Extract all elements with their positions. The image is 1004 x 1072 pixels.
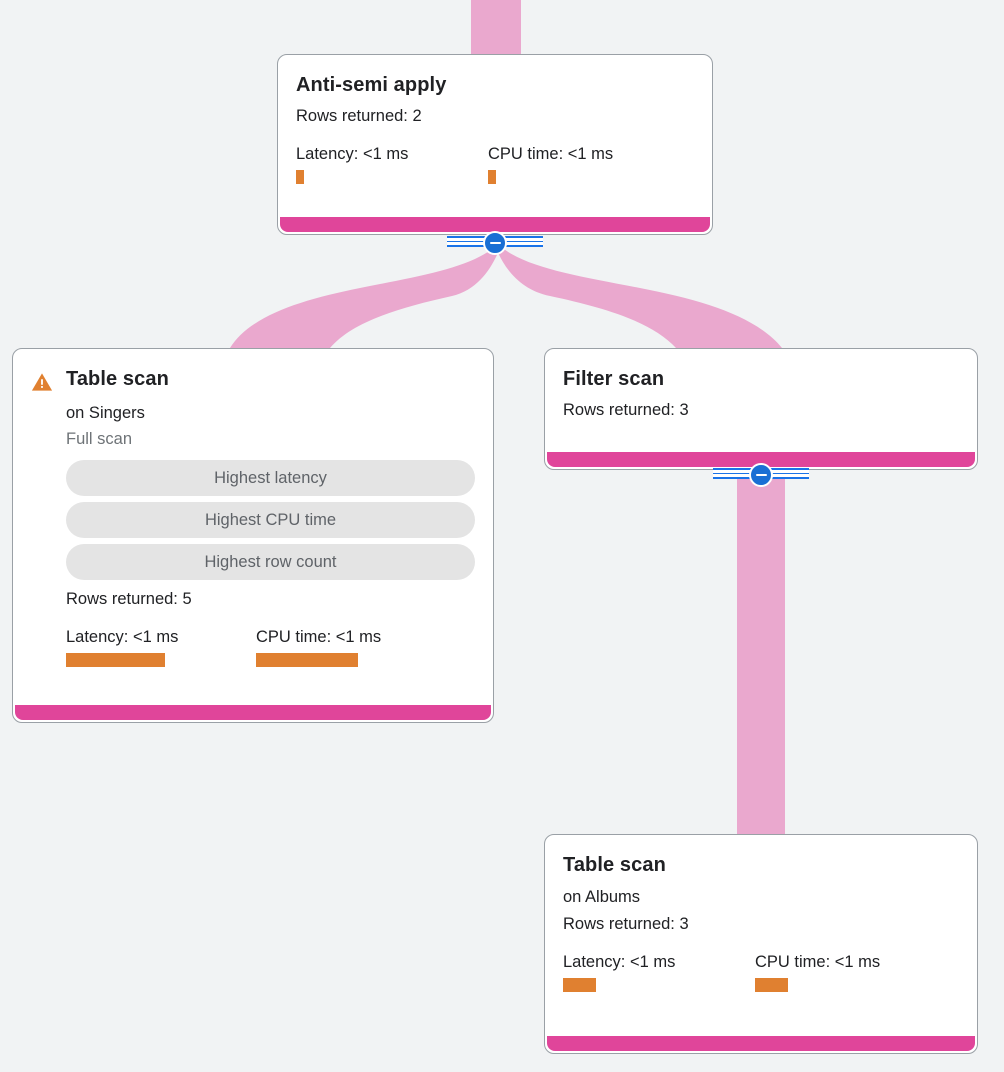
node-title: Anti-semi apply [296,74,447,96]
chip-list: Highest latency Highest CPU time Highest… [66,460,475,580]
metric-cpu-time-label: CPU time: <1 ms [256,628,382,646]
metric-cpu-time: CPU time: <1 ms [488,144,613,184]
metrics-row: Latency: <1 ms CPU time: <1 ms [66,627,475,667]
edge-filter-scan-to-table-scan-albums [737,474,785,835]
minus-circle-icon[interactable] [483,231,507,255]
node-subtitle: on Singers [66,404,145,422]
chip-highest-cpu-time[interactable]: Highest CPU time [66,502,475,538]
edge-into-anti-semi-apply [471,0,521,54]
metric-cpu-time-bar [256,653,358,667]
metric-latency-label: Latency: <1 ms [563,953,676,971]
metric-latency-bar [66,653,165,667]
metric-cpu-time-label: CPU time: <1 ms [488,145,614,163]
node-subtitle: on Albums [563,888,641,906]
node-title: Filter scan [563,368,665,390]
node-footer-bar [280,217,710,232]
node-header: Table scan [563,853,959,877]
node-header: Anti-semi apply [296,73,694,97]
node-filter-scan[interactable]: Filter scan Rows returned: 3 [544,348,978,470]
node-header: Table scan [31,367,475,393]
edge-anti-semi-to-table-scan-singers [230,246,500,348]
warning-triangle-icon [31,373,53,391]
node-body: Filter scan Rows returned: 3 [545,349,977,436]
metric-latency-bar [296,170,304,184]
node-body: Table scan on Albums Rows returned: 3 La… [545,835,977,1006]
metric-latency-label: Latency: <1 ms [296,145,409,163]
node-anti-semi-apply[interactable]: Anti-semi apply Rows returned: 2 Latency… [277,54,713,235]
rows-returned-label: Rows returned: 5 [66,590,192,608]
metric-latency-label: Latency: <1 ms [66,628,179,646]
node-table-scan-singers[interactable]: Table scan on Singers Full scan Highest … [12,348,494,723]
metric-cpu-time-bar [755,978,788,992]
node-footer-bar [547,452,975,467]
node-footer-bar [15,705,491,720]
metric-cpu-time-bar [488,170,496,184]
node-title: Table scan [563,854,666,876]
metric-latency-bar [563,978,596,992]
metric-latency: Latency: <1 ms [66,627,256,667]
metrics-row: Latency: <1 ms CPU time: <1 ms [296,144,694,184]
node-title: Table scan [66,368,169,390]
node-header: Filter scan [563,367,959,391]
node-body: Anti-semi apply Rows returned: 2 Latency… [278,55,712,198]
metric-cpu-time-label: CPU time: <1 ms [755,953,881,971]
collapse-toggle-anti-semi-apply[interactable] [447,230,543,256]
edge-anti-semi-to-filter-scan [496,246,782,348]
metric-latency: Latency: <1 ms [563,952,755,992]
node-footer-bar [547,1036,975,1051]
rows-returned-label: Rows returned: 3 [563,401,689,419]
metric-cpu-time: CPU time: <1 ms [755,952,880,992]
node-table-scan-albums[interactable]: Table scan on Albums Rows returned: 3 La… [544,834,978,1054]
chip-highest-latency[interactable]: Highest latency [66,460,475,496]
node-details: on Singers Full scan Highest latency Hig… [31,401,475,667]
minus-circle-icon[interactable] [749,463,773,487]
chip-highest-row-count[interactable]: Highest row count [66,544,475,580]
node-body: Table scan on Singers Full scan Highest … [13,349,493,681]
metric-latency: Latency: <1 ms [296,144,488,184]
metric-cpu-time: CPU time: <1 ms [256,627,381,667]
metrics-row: Latency: <1 ms CPU time: <1 ms [563,952,959,992]
collapse-toggle-filter-scan[interactable] [713,462,809,488]
rows-returned-label: Rows returned: 3 [563,915,689,933]
rows-returned-label: Rows returned: 2 [296,107,422,125]
scan-type-label: Full scan [66,430,133,448]
